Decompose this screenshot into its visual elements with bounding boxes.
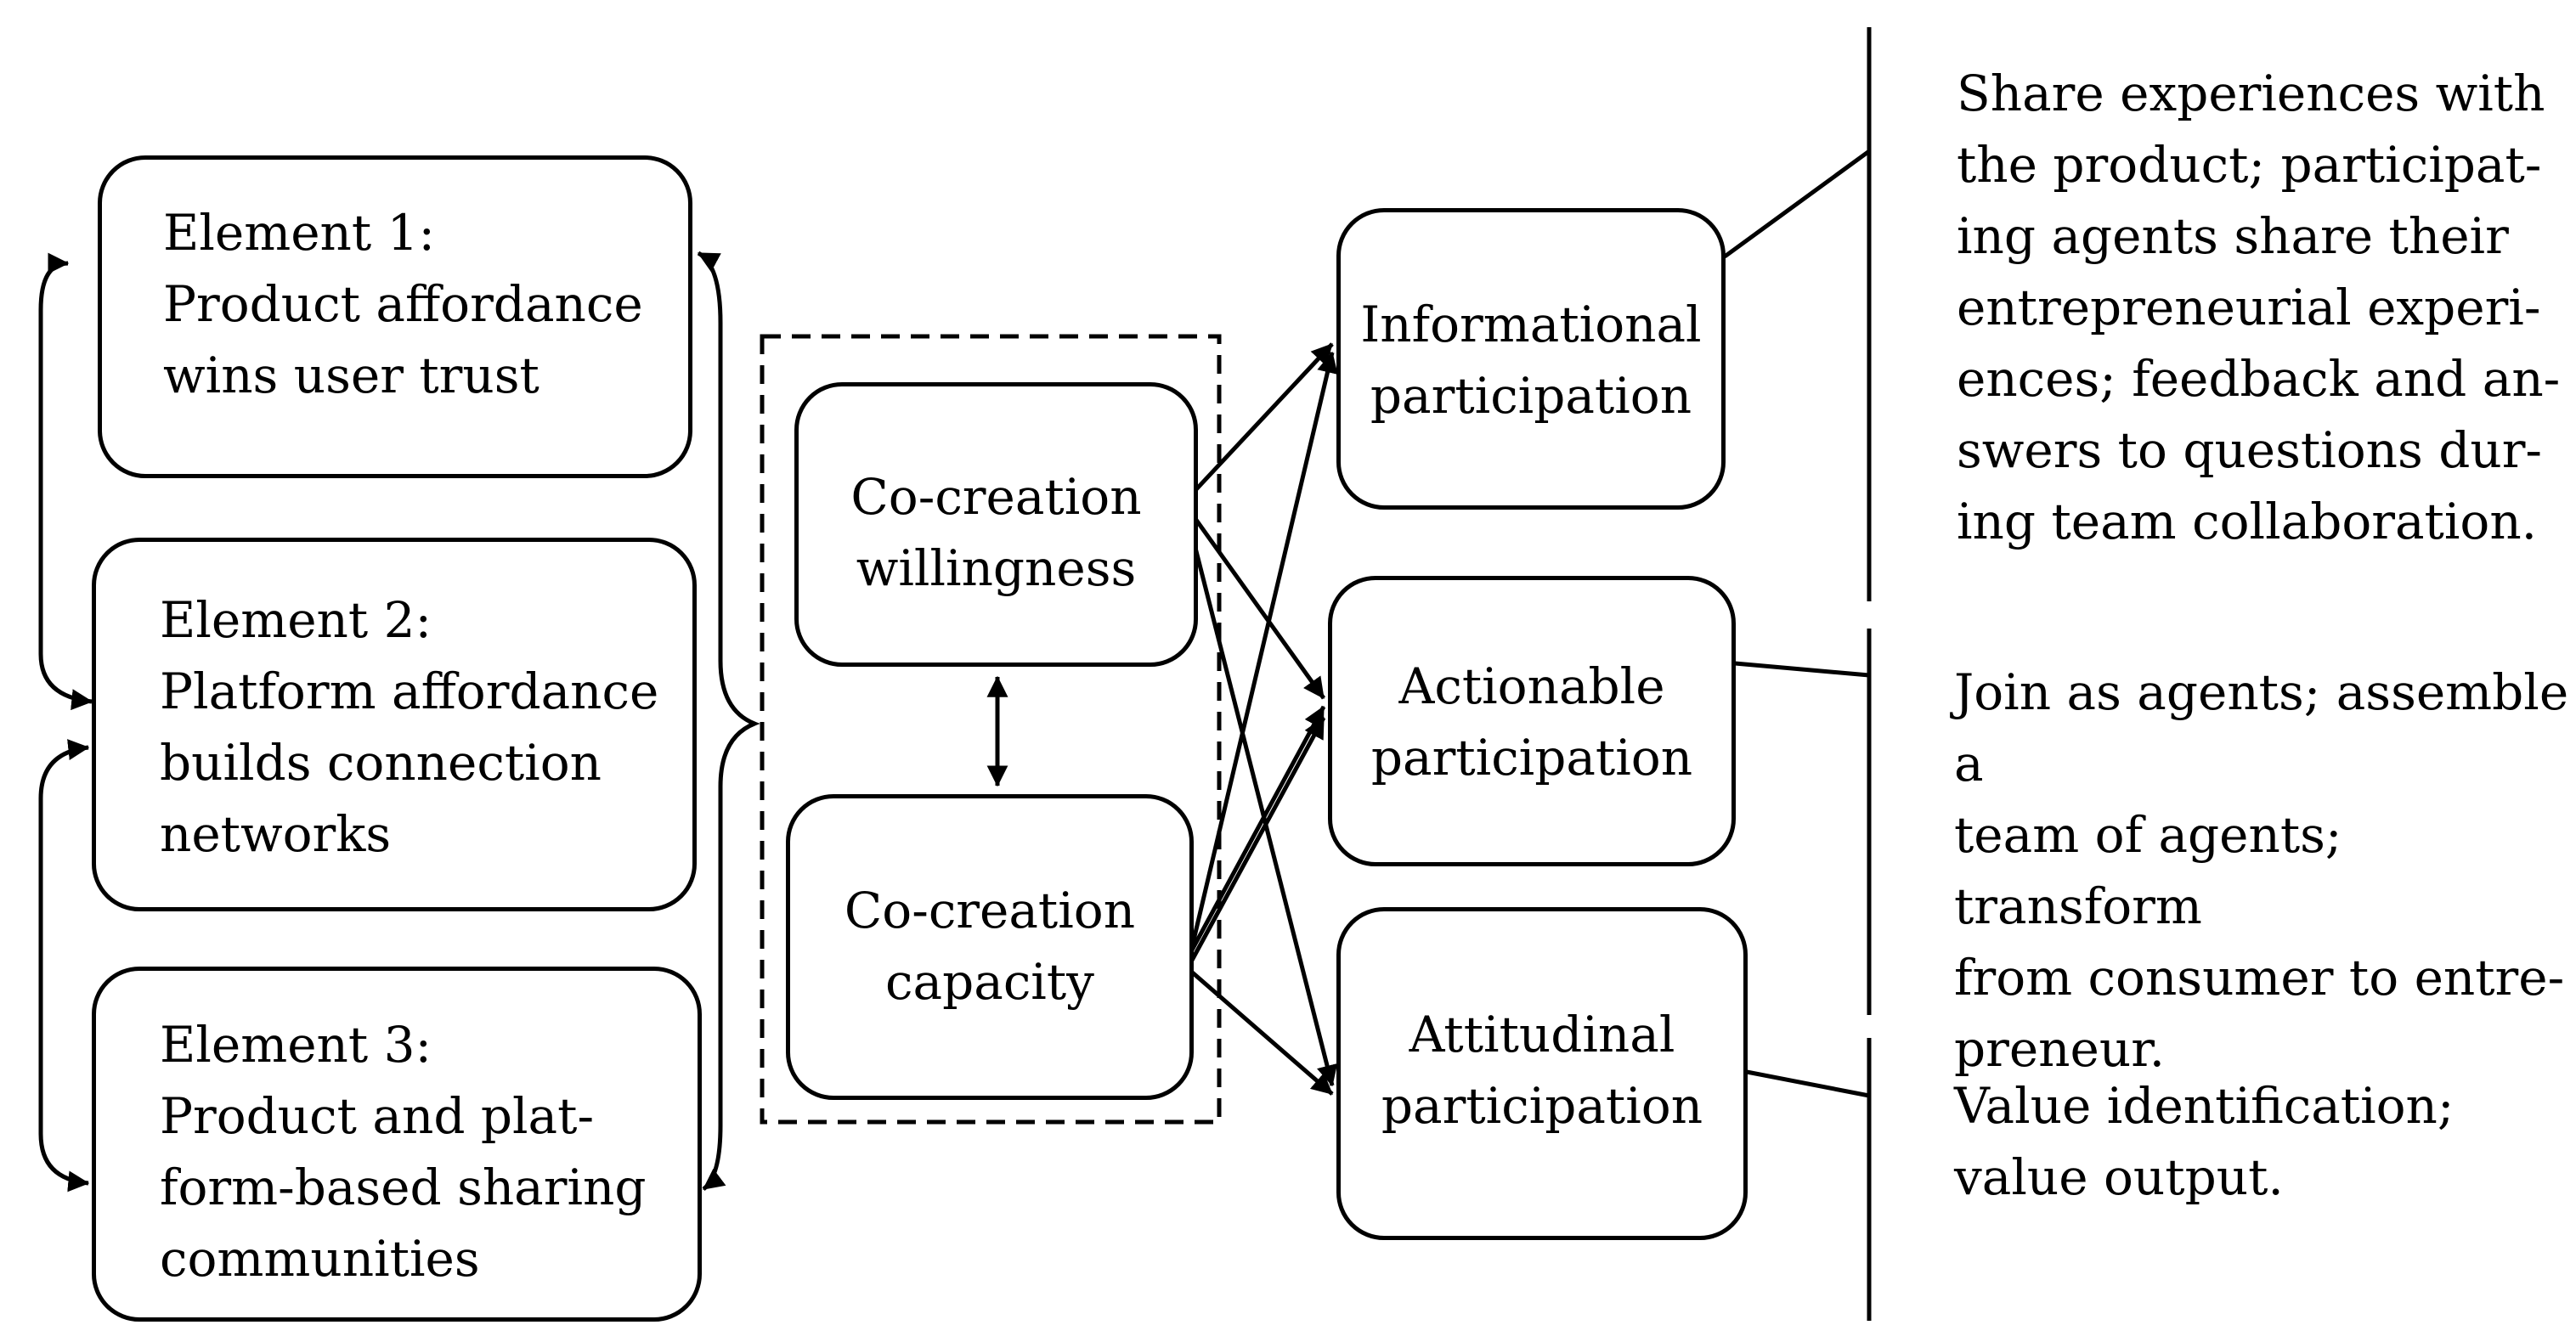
link-element1-element2 [38, 252, 93, 711]
arrow-willingness-actionable [1183, 503, 1326, 700]
cocreation-frame [760, 334, 1222, 1125]
arrow-capacity-actionable-b [1187, 716, 1326, 967]
cocreation-capacity-label: Co-creation capacity [844, 882, 1136, 1011]
actionable-participation-label: Actionable participation [1370, 657, 1693, 787]
element-1-label: Element 1: Product affordance wins user … [163, 204, 643, 404]
element-2-box [92, 538, 697, 911]
attitudinal-description: Value identification; value output. [1954, 1077, 2455, 1206]
actionable-participation-box [1328, 576, 1736, 866]
attitudinal-participation-label: Attitudinal participation [1381, 1006, 1703, 1135]
arrow-willingness-informational [1183, 342, 1334, 503]
arrow-willingness-attitudinal [1183, 507, 1338, 1087]
attitudinal-participation-box [1336, 907, 1748, 1240]
connector-informational [1723, 149, 1871, 259]
connector-actionable [1734, 661, 1870, 678]
element-1-box [98, 155, 692, 478]
element-group-brace [697, 251, 760, 1191]
element-2-label: Element 2: Platform affordance builds co… [160, 591, 659, 863]
cocreation-capacity-box [786, 794, 1194, 1100]
informational-description: Share experiences with the product; part… [1957, 65, 2561, 550]
cocreation-willingness-box [794, 382, 1198, 667]
arrow-capacity-actionable-a [1187, 705, 1326, 956]
informational-participation-box [1336, 208, 1726, 510]
connector-attitudinal [1746, 1069, 1870, 1098]
informational-participation-label: Informational participation [1360, 296, 1702, 425]
element-3-label: Element 3: Product and plat- form-based … [160, 1016, 647, 1288]
cocreation-willingness-label: Co-creation willingness [850, 468, 1142, 597]
link-element2-element3 [38, 739, 90, 1193]
arrow-capacity-informational [1187, 351, 1338, 959]
actionable-description: Join as agents; assemble a team of agent… [1954, 663, 2569, 1078]
arrow-capacity-attitudinal [1188, 968, 1334, 1096]
element-3-box [92, 967, 702, 1322]
